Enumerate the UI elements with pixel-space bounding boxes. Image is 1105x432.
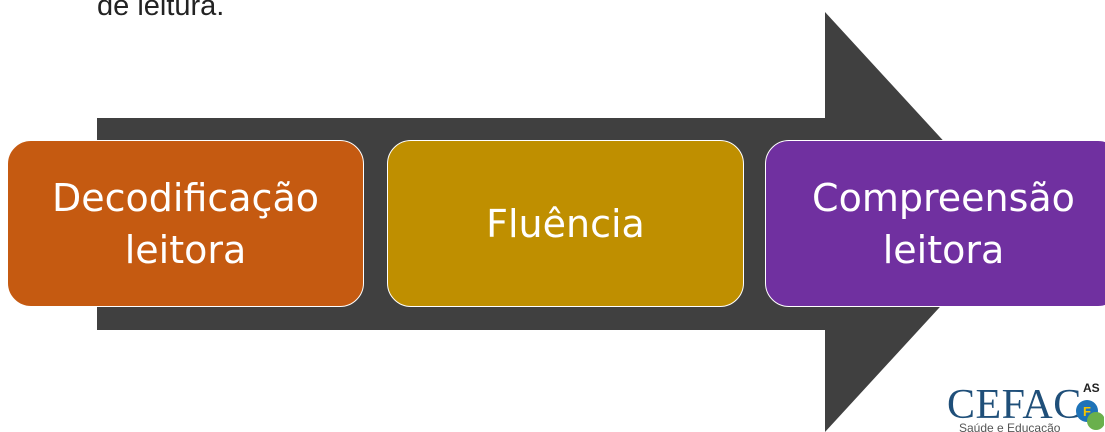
logo-badge-text: AS [1083,383,1100,395]
cefac-logo: CEFAC Saúde e Educação AS F [947,383,1105,432]
logo-tagline: Saúde e Educação [959,421,1061,432]
step-compreensao: Compreensão leitora [765,140,1105,307]
step-fluencia: Fluência [387,140,744,307]
logo-badge-letter: F [1083,404,1091,419]
step-decodificacao: Decodificação leitora [7,140,364,307]
logo-name: CEFAC [947,383,1082,428]
intro-text: de leitura. [97,0,225,22]
logo-badge-icon: F [1076,400,1104,430]
